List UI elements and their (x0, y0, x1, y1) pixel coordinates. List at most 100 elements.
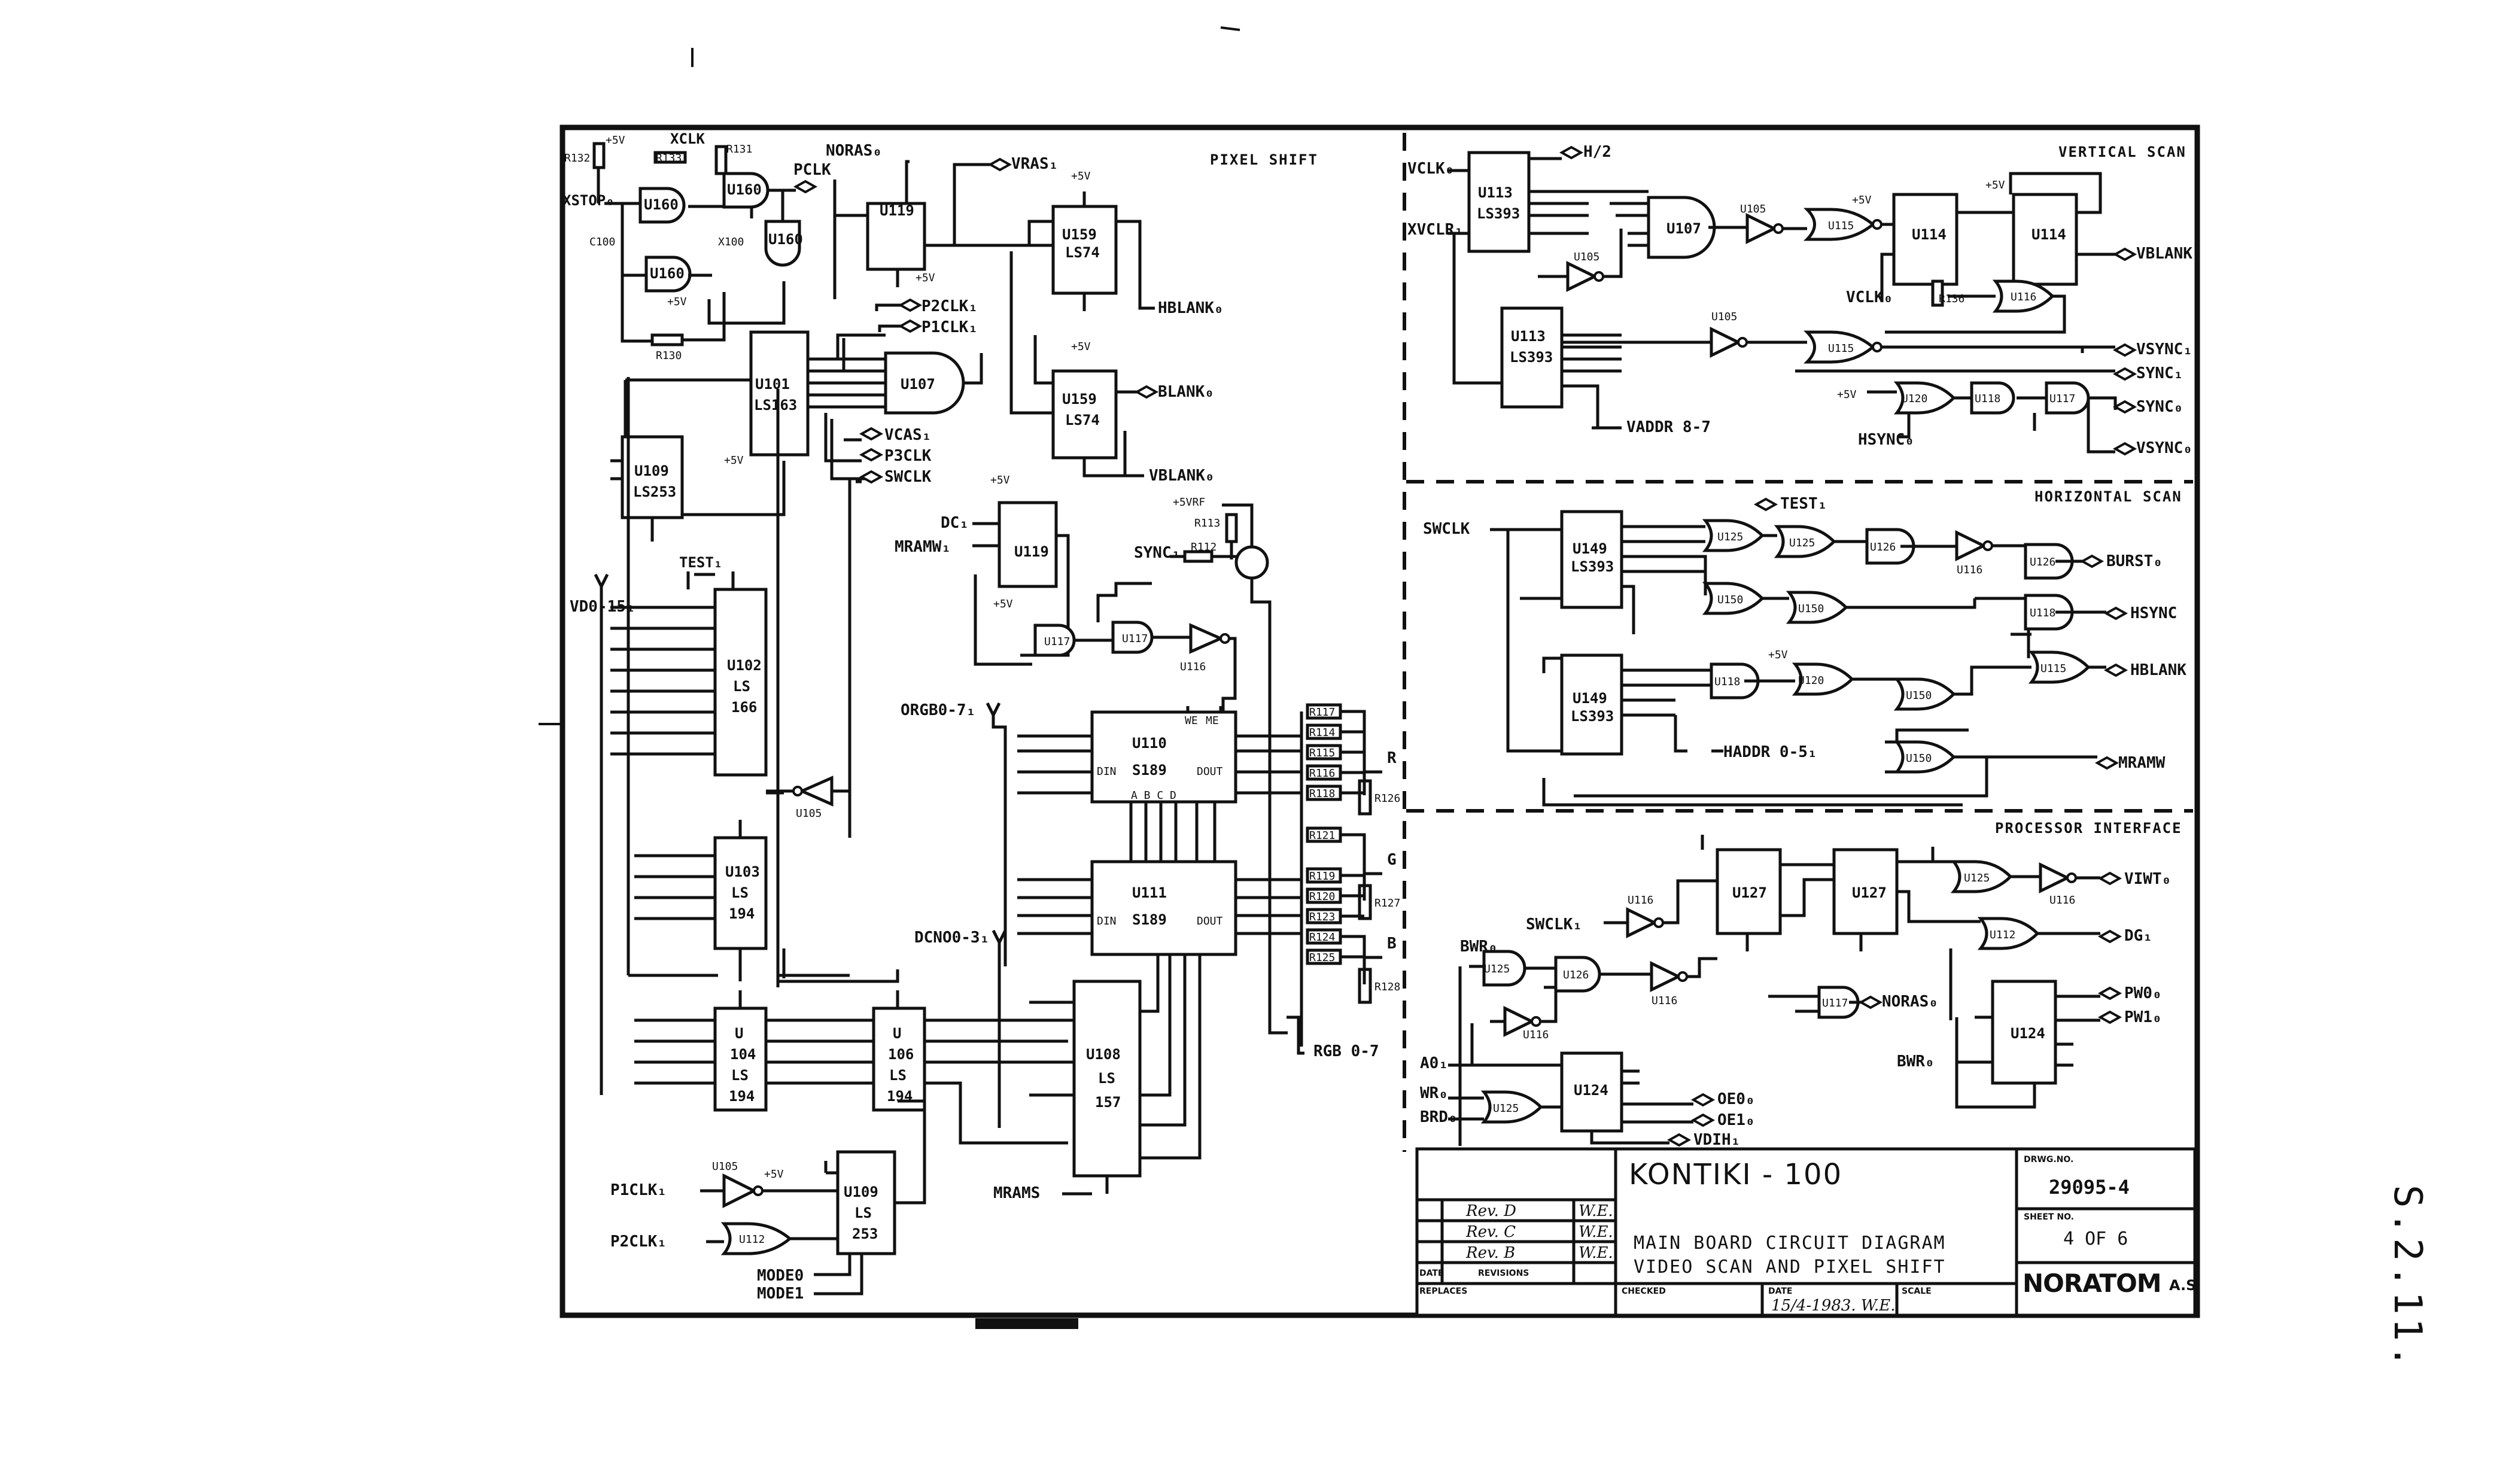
label-wr: WR₀ (1420, 1084, 1448, 1102)
label-u116d-p: U116 (1523, 1029, 1549, 1041)
port-h2 (1561, 146, 1582, 159)
label-r117: R117 (1309, 706, 1335, 719)
gate-u116b-p (2039, 862, 2071, 894)
label-vblank: VBLANK₀ (1149, 467, 1215, 485)
label-r113: R113 (1194, 517, 1220, 530)
chip-u113a (1467, 151, 1531, 253)
port-noras-p (1860, 996, 1881, 1009)
gate-u160b (722, 172, 770, 209)
label-ls157-a: LS (1098, 1070, 1115, 1087)
label-vclk: VCLK₀ (1407, 160, 1454, 178)
label-replaces: REPLACES (1419, 1287, 1467, 1296)
label-vsync0: VSYNC₀ (2136, 439, 2192, 457)
label-mramw-h: MRAMW (2118, 754, 2166, 772)
label-p5v-g: +5V (990, 474, 1010, 486)
label-u160a: U160 (644, 196, 679, 213)
label-drawing-no: DRWG.NO. (2024, 1155, 2073, 1164)
label-u150d-h: U150 (1906, 752, 1932, 765)
chip-u114b (2012, 193, 2078, 286)
label-p5v-v-a: +5V (1852, 194, 1872, 206)
label-u118b-h: U118 (1714, 676, 1740, 688)
label-u118-v: U118 (1975, 393, 2000, 405)
port-vsync1 (2114, 343, 2136, 357)
label-u104-b: 104 (730, 1046, 756, 1063)
label-g-out: G (1387, 851, 1397, 869)
drawing-frame (559, 124, 2200, 1318)
label-p5v-a: +5V (606, 134, 625, 147)
resistor-r132 (592, 142, 606, 169)
revision-b-text: Rev. B (1465, 1244, 1515, 1262)
label-u120-h: U120 (1798, 674, 1824, 687)
gate-u116-v (1992, 279, 2055, 313)
label-p3clk: P3CLK (884, 447, 932, 465)
label-dout-b: DOUT (1197, 915, 1223, 928)
company-suffix: A.S (2169, 1277, 2197, 1294)
gate-u125b-p (1482, 950, 1526, 987)
drawing-number: 29095-4 (2049, 1176, 2130, 1199)
bubble-u116c-p (1677, 971, 1688, 982)
resistor-r133 (653, 151, 687, 164)
label-abcd-a: A B C D (1131, 789, 1176, 802)
label-dcno: DCNO0-3₁ (914, 929, 989, 947)
gate-u125b-h (1774, 525, 1836, 558)
label-sync1: SYNC₁ (2136, 364, 2183, 382)
port-swclk (860, 470, 882, 483)
label-u149a: U149 (1573, 540, 1607, 557)
label-p5v-v-c: +5V (1837, 388, 1857, 401)
port-oe0 (1692, 1093, 1714, 1106)
label-b-out: B (1387, 935, 1397, 953)
label-u127a: U127 (1732, 884, 1767, 901)
gate-u115-h (2028, 650, 2091, 684)
label-din-a: DIN (1097, 765, 1117, 778)
label-s189a: S189 (1132, 762, 1167, 779)
section-title-horizontal-scan: HORIZONTAL SCAN (2034, 488, 2182, 505)
label-viwt: VIWT₀ (2124, 870, 2171, 888)
port-p3clk (860, 448, 882, 461)
label-xclk: XCLK (670, 130, 705, 147)
port-blank (1136, 385, 1157, 399)
label-test: TEST₁ (679, 554, 722, 571)
label-u126a-h: U126 (1870, 541, 1896, 554)
label-hblank: HBLANK₀ (1158, 299, 1224, 317)
label-u115-h: U115 (2040, 662, 2066, 675)
label-r123: R123 (1309, 911, 1335, 923)
label-u116-v: U116 (2011, 291, 2036, 303)
label-p5v-i: +5V (764, 1168, 784, 1181)
label-ls74a: LS74 (1065, 244, 1100, 261)
gate-u105a-v (1745, 212, 1778, 245)
label-u114a: U114 (1912, 226, 1947, 243)
chip-u111 (1090, 860, 1237, 956)
label-ls393b: LS393 (1510, 349, 1553, 366)
gate-u125a-p (1950, 860, 2013, 893)
gate-u105b-v (1566, 260, 1598, 293)
label-oe0: OE0₀ (1717, 1090, 1755, 1108)
label-u115a-v: U115 (1828, 220, 1854, 232)
revision-d-by: W.E. (1579, 1202, 1613, 1220)
revision-b-by: W.E. (1579, 1244, 1613, 1262)
redaction-bar (975, 1318, 1078, 1329)
label-r136: R136 (1939, 293, 1964, 305)
label-blank: BLANK₀ (1158, 383, 1214, 401)
label-p5v-h: +5V (993, 598, 1013, 610)
label-swclk-p: SWCLK₁ (1526, 916, 1582, 933)
label-noras-p: NORAS₀ (1882, 993, 1938, 1011)
label-mramw: MRAMW₁ (895, 538, 951, 556)
transistor-q100 (1234, 545, 1269, 580)
label-u107: U107 (901, 376, 935, 393)
gate-u107 (884, 351, 965, 415)
gate-u105b (722, 1173, 758, 1209)
label-swclk-h: SWCLK (1423, 520, 1470, 538)
port-dg (2099, 930, 2121, 943)
chip-u102 (713, 588, 768, 777)
gate-u116-h (1955, 530, 1987, 562)
chip-u110 (1090, 710, 1237, 804)
gate-u125a-h (1702, 519, 1765, 552)
label-r112: R112 (1191, 541, 1217, 554)
label-r124: R124 (1309, 931, 1335, 944)
label-r119: R119 (1309, 870, 1335, 883)
gate-u112-p (1977, 917, 2040, 950)
label-hsync-h: HSYNC (2130, 604, 2177, 622)
label-pclk: PCLK (793, 161, 831, 179)
